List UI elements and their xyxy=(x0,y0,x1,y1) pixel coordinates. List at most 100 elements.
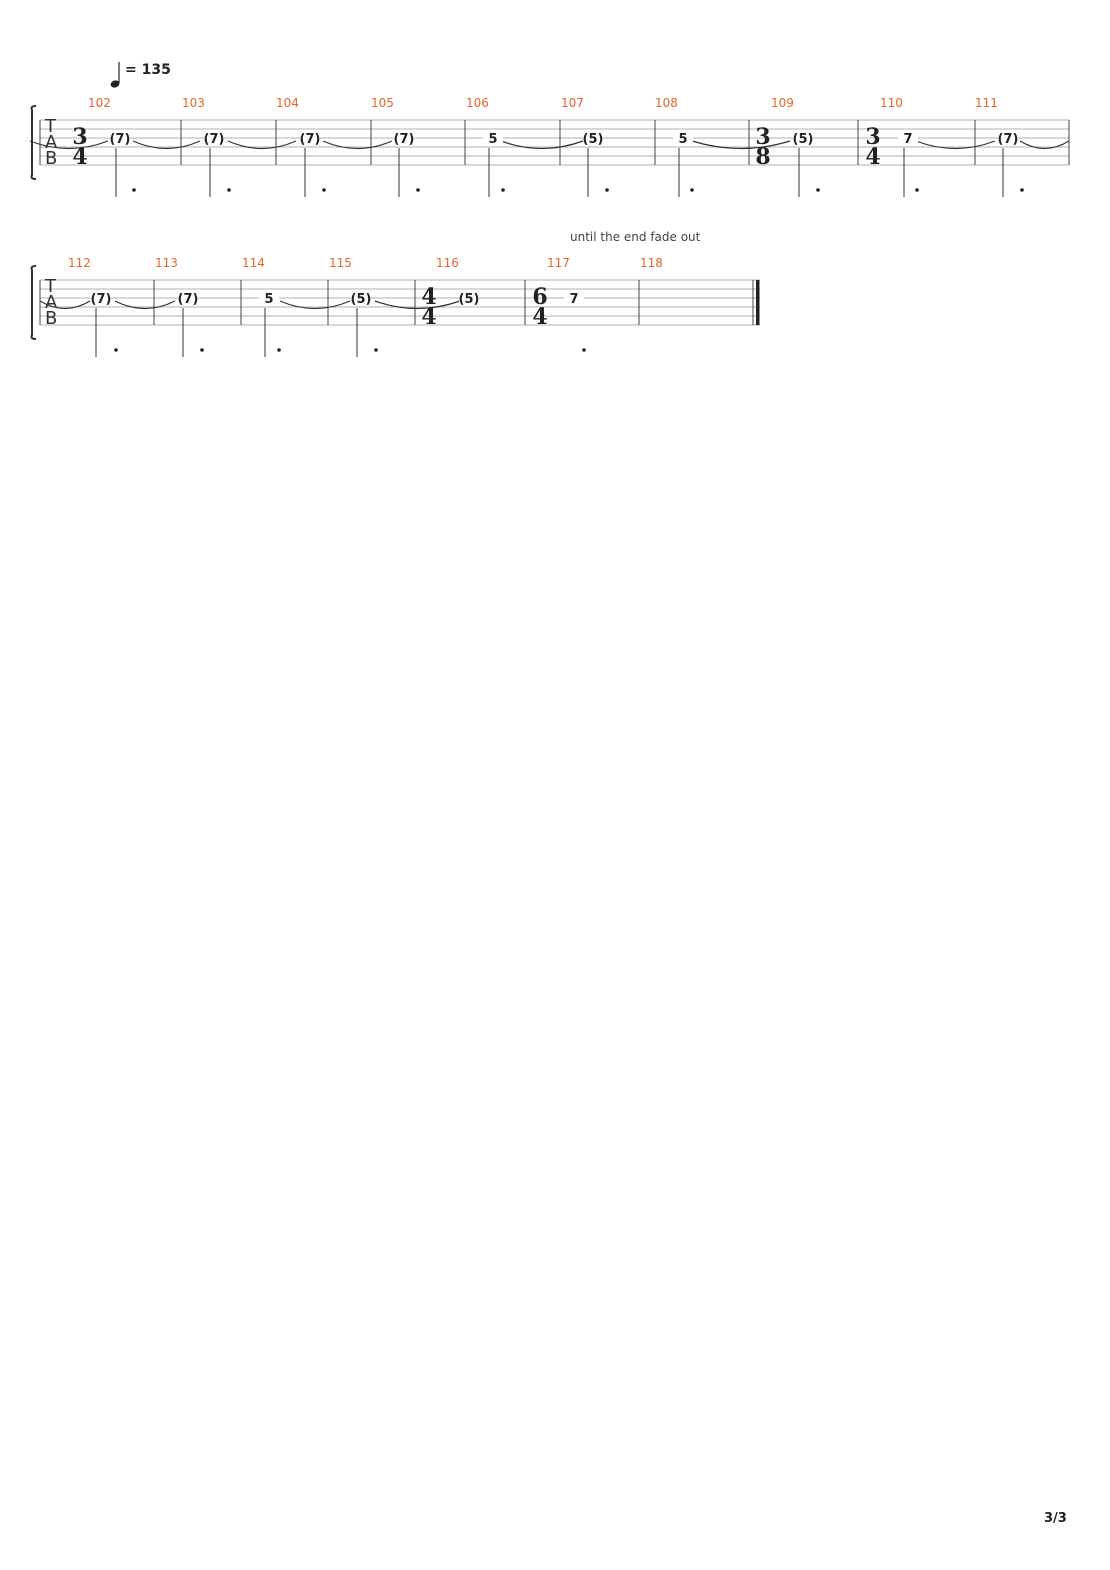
rhythm-dot xyxy=(114,348,118,352)
tie-curve xyxy=(132,140,201,150)
fret-number: (7) xyxy=(998,132,1019,147)
fret-knockout xyxy=(300,132,320,146)
measure-number: 106 xyxy=(466,96,489,110)
tab-clef-letter: T xyxy=(44,116,57,137)
fret-knockout xyxy=(459,292,479,306)
measure-number: 110 xyxy=(880,96,903,110)
measure-number: 112 xyxy=(68,256,91,270)
fret-knockout xyxy=(204,132,224,146)
time-signature-bottom: 4 xyxy=(72,144,87,170)
tempo-value: = 135 xyxy=(125,62,171,78)
fret-knockout xyxy=(91,292,111,306)
fret-number: (5) xyxy=(351,292,372,307)
tab-system-2: TAB112(7)113(7)1145115(5)11644(5)1176471… xyxy=(30,256,760,357)
fret-number: (5) xyxy=(583,132,604,147)
fret-number: (7) xyxy=(300,132,321,147)
rhythm-dot xyxy=(227,188,231,192)
tie-curve xyxy=(374,300,461,310)
fret-number: (5) xyxy=(793,132,814,147)
time-signature-top: 3 xyxy=(865,124,880,150)
fret-knockout xyxy=(110,132,130,146)
tab-system-1: TAB10234(7)103(7)104(7)105(7)1065107(5)1… xyxy=(29,96,1070,197)
tie-curve xyxy=(691,140,791,150)
rhythm-dot xyxy=(501,188,505,192)
fade-out-annotation: until the end fade out xyxy=(570,230,701,244)
tie-curve xyxy=(500,140,584,150)
time-signature-top: 6 xyxy=(532,284,547,310)
quarter-note-icon xyxy=(110,80,120,88)
measure-number: 115 xyxy=(329,256,352,270)
tie-curve xyxy=(39,300,91,310)
time-signature-bottom: 8 xyxy=(755,144,770,170)
tie-curve xyxy=(915,140,996,150)
measure-number: 116 xyxy=(436,256,459,270)
measure-number: 118 xyxy=(640,256,663,270)
fret-number: 5 xyxy=(264,292,273,307)
measure-number: 107 xyxy=(561,96,584,110)
rhythm-dot xyxy=(416,188,420,192)
rhythm-dot xyxy=(915,188,919,192)
fret-knockout xyxy=(583,132,603,146)
fret-knockout xyxy=(898,132,918,146)
fret-number: (7) xyxy=(204,132,225,147)
tab-clef-letter: T xyxy=(44,276,57,297)
rhythm-dot xyxy=(1020,188,1024,192)
time-signature-bottom: 4 xyxy=(532,304,547,330)
rhythm-dot xyxy=(582,348,586,352)
rhythm-dot xyxy=(816,188,820,192)
fret-number: (7) xyxy=(178,292,199,307)
measure-number: 109 xyxy=(771,96,794,110)
tie-curve xyxy=(114,300,176,310)
system-bracket xyxy=(30,265,37,340)
fret-knockout xyxy=(394,132,414,146)
fret-number: 7 xyxy=(569,292,578,307)
tie-curve xyxy=(279,300,351,310)
rhythm-dot xyxy=(374,348,378,352)
fret-number: (7) xyxy=(394,132,415,147)
tab-clef-letter: B xyxy=(45,308,57,329)
measure-number: 114 xyxy=(242,256,265,270)
measure-number: 108 xyxy=(655,96,678,110)
rhythm-dot xyxy=(690,188,694,192)
fret-number: (5) xyxy=(459,292,480,307)
fret-number: 5 xyxy=(488,132,497,147)
time-signature-top: 3 xyxy=(72,124,87,150)
time-signature-top: 4 xyxy=(421,284,436,310)
fret-number: (7) xyxy=(91,292,112,307)
measure-number: 103 xyxy=(182,96,205,110)
tie-curve xyxy=(1019,140,1070,150)
measure-number: 102 xyxy=(88,96,111,110)
final-bar-thick xyxy=(756,280,760,325)
fret-knockout xyxy=(998,132,1018,146)
fret-knockout xyxy=(351,292,371,306)
fret-knockout xyxy=(673,132,693,146)
tie-curve xyxy=(29,140,109,150)
page-number: 3/3 xyxy=(1044,1511,1067,1526)
tab-clef-letter: B xyxy=(45,148,57,169)
tie-curve xyxy=(322,140,393,150)
time-signature-bottom: 4 xyxy=(421,304,436,330)
rhythm-dot xyxy=(277,348,281,352)
fret-knockout xyxy=(483,132,503,146)
fret-number: (7) xyxy=(110,132,131,147)
system-bracket xyxy=(30,105,37,180)
measure-number: 105 xyxy=(371,96,394,110)
fret-knockout xyxy=(793,132,813,146)
rhythm-dot xyxy=(132,188,136,192)
fret-knockout xyxy=(564,292,584,306)
rhythm-dot xyxy=(322,188,326,192)
measure-number: 111 xyxy=(975,96,998,110)
fret-knockout xyxy=(259,292,279,306)
fret-number: 7 xyxy=(903,132,912,147)
rhythm-dot xyxy=(200,348,204,352)
measure-number: 113 xyxy=(155,256,178,270)
fret-number: 5 xyxy=(678,132,687,147)
rhythm-dot xyxy=(605,188,609,192)
time-signature-top: 3 xyxy=(755,124,770,150)
measure-number: 104 xyxy=(276,96,299,110)
fret-knockout xyxy=(178,292,198,306)
time-signature-bottom: 4 xyxy=(865,144,880,170)
tempo-marking: = 135 xyxy=(110,62,171,88)
measure-number: 117 xyxy=(547,256,570,270)
